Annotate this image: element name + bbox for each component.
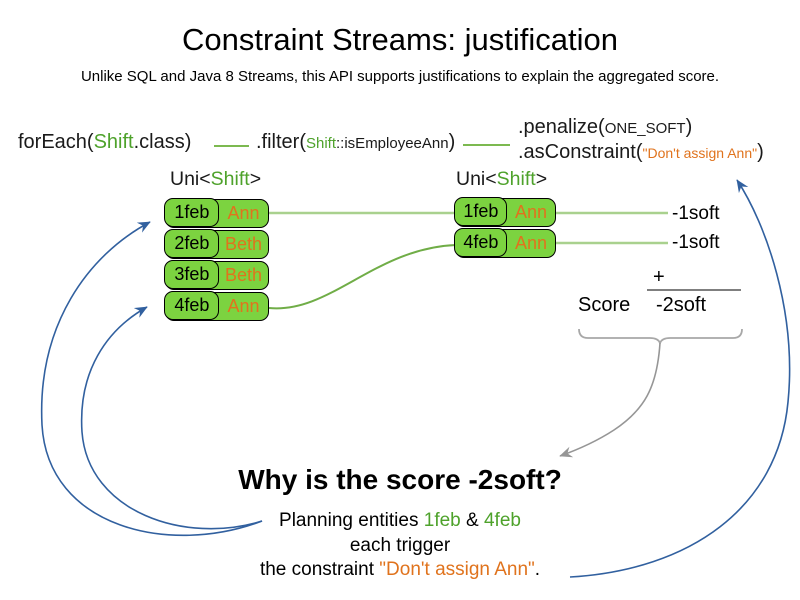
shift-date: 2feb	[164, 229, 220, 259]
shift-date: 3feb	[164, 260, 220, 290]
page-title: Constraint Streams: justification	[182, 22, 618, 57]
code-penalize-arg: ONE_SOFT	[604, 120, 686, 137]
explanation-arrow	[559, 342, 661, 458]
uni-right-pre: Uni<	[456, 168, 497, 190]
code-filter-post: )	[448, 131, 456, 153]
code-foreach-class: Shift	[93, 131, 134, 153]
code-asconstraint-arg: "Don't assign Ann"	[642, 145, 758, 161]
why-line1-mid: &	[460, 510, 484, 531]
why-line-2: each trigger	[349, 535, 451, 556]
code-asconstraint-pre: .asConstraint(	[518, 141, 643, 163]
table-row: 4feb Ann	[454, 228, 556, 258]
shift-employee: Ann	[514, 233, 548, 253]
shift-date: 1feb	[454, 197, 508, 227]
uni-shift-label-left: Uni<Shift>	[170, 168, 261, 191]
match-score-1: -1soft	[672, 203, 720, 224]
code-filter-method: ::isEmployeeAnn	[336, 135, 449, 152]
shift-employee: Ann	[514, 202, 548, 222]
code-penalize-pre: .penalize(	[518, 116, 605, 138]
why-line-1: Planning entities 1feb & 4feb	[0, 510, 800, 532]
shift-date: 4feb	[454, 228, 508, 258]
code-asconstraint: .asConstraint("Don't assign Ann")	[518, 141, 764, 164]
code-filter-pre: .filter(	[256, 131, 306, 153]
code-penalize: .penalize(ONE_SOFT)	[518, 116, 692, 139]
code-foreach-pre: forEach(	[18, 131, 94, 153]
uni-shift-label-right: Uni<Shift>	[456, 168, 547, 191]
shift-date: 4feb	[164, 291, 220, 321]
shift-employee: Beth	[224, 234, 263, 254]
code-filter: .filter(Shift::isEmployeeAnn)	[256, 131, 455, 154]
code-asconstraint-post: )	[757, 141, 764, 163]
shift-employee: Ann	[227, 296, 260, 316]
table-row: 1feb Ann	[454, 197, 556, 227]
why-heading: Why is the score -2soft?	[238, 464, 562, 495]
page-subtitle: Unlike SQL and Java 8 Streams, this API …	[80, 68, 720, 85]
code-filter-class: Shift	[306, 135, 337, 152]
why-line-3: the constraint "Don't assign Ann".	[0, 559, 800, 581]
total-score: -2soft	[656, 294, 707, 316]
why-entity-1: 1feb	[423, 510, 461, 531]
score-label: Score	[578, 294, 631, 316]
score-bracket	[578, 328, 743, 346]
table-row: 3feb Beth	[164, 260, 269, 290]
uni-left-post: >	[249, 168, 262, 190]
why-line3-pre: the constraint	[259, 559, 380, 580]
code-foreach: forEach(Shift.class)	[18, 131, 191, 154]
code-foreach-post: .class)	[133, 131, 192, 153]
match-score-2: -1soft	[672, 232, 720, 253]
match-line-4feb	[268, 244, 457, 310]
code-penalize-post: )	[685, 116, 693, 138]
table-row: 1feb Ann	[164, 198, 269, 228]
why-line1-pre: Planning entities	[279, 510, 424, 531]
table-row: 2feb Beth	[164, 229, 269, 259]
uni-right-post: >	[535, 168, 548, 190]
plus-sign: +	[653, 266, 665, 288]
uni-left-class: Shift	[210, 168, 250, 190]
why-line3-post: .	[534, 559, 541, 580]
why-constraint-name: "Don't assign Ann"	[379, 559, 535, 580]
shift-employee: Ann	[227, 203, 260, 223]
why-entity-2: 4feb	[483, 510, 521, 531]
uni-left-pre: Uni<	[170, 168, 211, 190]
table-row: 4feb Ann	[164, 291, 269, 321]
shift-date: 1feb	[164, 198, 220, 228]
shift-employee: Beth	[224, 265, 263, 285]
uni-right-class: Shift	[496, 168, 536, 190]
